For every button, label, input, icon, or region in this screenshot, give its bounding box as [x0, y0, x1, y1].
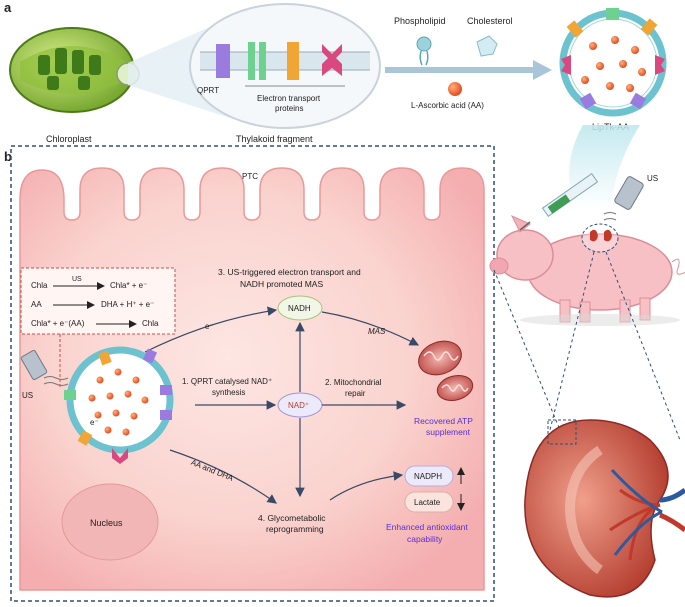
nadph-node [404, 465, 454, 487]
kidney-illustration [524, 419, 685, 598]
reaction-2-left: AA [31, 300, 42, 309]
us-label-cell: US [22, 391, 33, 400]
reaction-1-right: Chla* + e⁻ [110, 281, 147, 290]
arrow-nadh-mito [321, 311, 420, 346]
thylakoid-fragment [189, 3, 381, 129]
chloroplast-illustration [9, 27, 140, 113]
step3-label-2: NADH promoted MAS [240, 279, 323, 289]
ascorbic-acid-icon [448, 82, 462, 96]
panel-b-frame [10, 145, 495, 602]
nad-label: NAD⁺ [288, 401, 309, 410]
step4-label-2: reprogramming [266, 524, 324, 534]
reaction-2: AA DHA + H⁺ + e⁻ [31, 300, 154, 309]
reaction-3-left: Chla* + e⁻(AA) [31, 319, 85, 328]
panel-b-label: b [4, 149, 12, 164]
assembly-arrowhead [533, 60, 552, 80]
step1-label-1: 1. QPRT catalysed NAD⁺ [182, 377, 272, 386]
phospholipid-icon [416, 36, 432, 66]
panel-a-label: a [4, 0, 12, 15]
ptc-label: PTC [242, 172, 258, 181]
antiox-label-1: Enhanced antioxidant [386, 522, 468, 532]
nadh-node [277, 295, 323, 321]
aa-label: L-Ascorbic acid (AA) [411, 101, 484, 110]
us-label-pig: US [647, 174, 658, 183]
nucleus [61, 483, 159, 561]
step2-label-2: repair [345, 389, 366, 398]
cell-liposome [64, 346, 174, 464]
nucleus-label: Nucleus [90, 518, 123, 528]
electron-label-2: e⁻ [90, 418, 99, 427]
connector-pig-kidney-left [549, 251, 595, 431]
reaction-box [20, 267, 176, 335]
step3-label-1: 3. US-triggered electron transport and [218, 267, 361, 277]
step2-label-1: 2. Mitochondrial [325, 378, 382, 387]
mitochondria-illustration [418, 340, 474, 401]
ultrasound-probe-cell [20, 349, 69, 386]
step1-label-2: synthesis [212, 388, 245, 397]
arrow-liposome-nadh [144, 306, 278, 353]
chloroplast-label: Chloroplast [46, 134, 92, 144]
atp-label-1: Recovered ATP [414, 416, 473, 426]
lactate-label: Lactate [414, 498, 441, 507]
lactate-node [404, 491, 454, 513]
step4-label-1: 4. Glycometabolic [258, 513, 326, 523]
reaction-3-right: Chla [142, 319, 159, 328]
reaction-1-condition: US [72, 276, 82, 283]
etp-label-2: proteins [275, 104, 303, 113]
connector-cell-kidney [493, 269, 561, 431]
arrow-aa-glyco [169, 449, 277, 504]
reaction-3: Chla* + e⁻(AA) Chla [31, 319, 159, 328]
reaction-2-right: DHA + H⁺ + e⁻ [101, 300, 154, 309]
syringe-icon [519, 173, 599, 231]
atp-label-2: supplement [426, 427, 471, 437]
pig-illustration [489, 214, 685, 326]
qprt-label: QPRT [197, 86, 219, 95]
phospholipid-label: Phospholipid [394, 16, 446, 26]
ultrasound-probe-pig [603, 176, 644, 221]
nadh-label: NADH [288, 304, 311, 313]
cholesterol-icon [476, 35, 498, 57]
reaction-1-left: Chla [31, 281, 48, 290]
thylakoid-label: Thylakoid fragment [236, 134, 313, 144]
connector-pig-kidney-right [605, 251, 681, 441]
cholesterol-label: Cholesterol [467, 16, 513, 26]
antiox-label-2: capability [407, 534, 443, 544]
liptk-aa-liposome [559, 8, 667, 117]
arrow-glyco-antiox [329, 471, 404, 501]
mas-label: MAS [368, 327, 386, 336]
electron-label-1: e⁻ [205, 322, 214, 331]
nadph-label: NADPH [414, 472, 442, 481]
etp-label-1: Electron transport [257, 94, 321, 103]
reaction-1: Chla US Chla* + e⁻ [31, 276, 147, 290]
